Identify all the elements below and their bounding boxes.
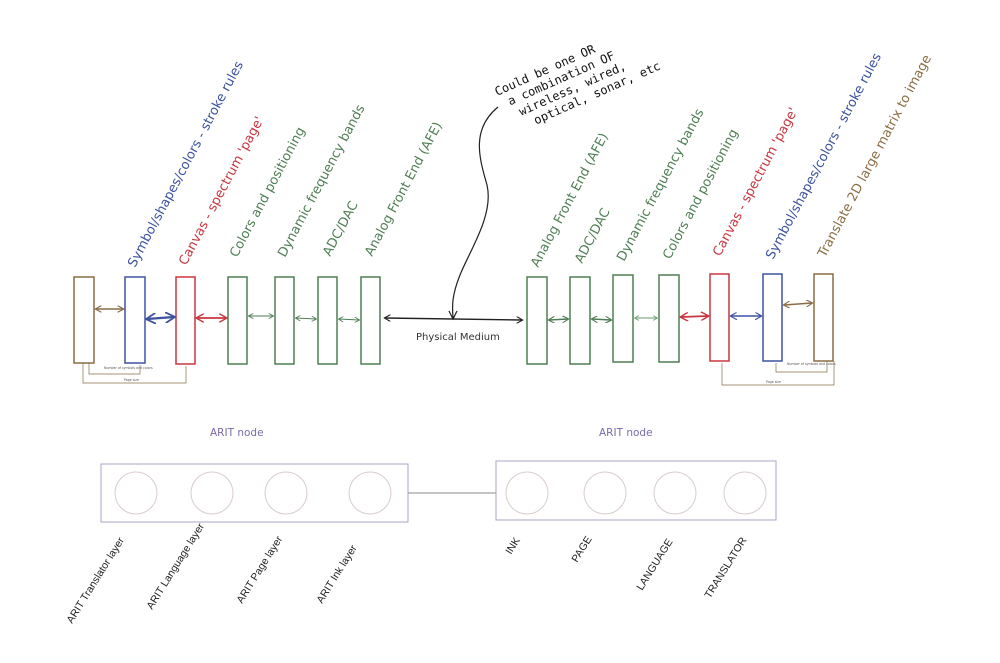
annotation-pointer-arrow <box>451 106 499 319</box>
left-block-symbol <box>124 276 146 364</box>
right-label-adc: ADC/DAC <box>572 206 613 266</box>
left-label-adc: ADC/DAC <box>320 199 361 259</box>
right-arrow-afe-adc <box>549 319 568 320</box>
left-feedback-page <box>82 363 187 384</box>
right-block-canvas <box>709 273 730 362</box>
right-arrow-symbol-image <box>784 303 812 305</box>
left-stack: Number of symbols and colors Page size S… <box>73 59 446 384</box>
layer-circle-language <box>190 471 234 515</box>
left-arrow-adc-afe <box>339 319 359 320</box>
layer-circle-translator <box>723 471 767 515</box>
layer-circle-page <box>264 471 308 515</box>
left-feedback-symbols <box>88 363 141 375</box>
layer-circle-ink <box>505 471 549 515</box>
layer-label: ARIT Ink layer <box>314 543 360 606</box>
left-arrow-frequency-adc <box>296 318 316 319</box>
right-label-frequency: Dynamic frequency bands <box>614 106 707 264</box>
layer-label: TRANSLATOR <box>702 535 749 601</box>
right-arrow-adc-frequency <box>592 319 611 320</box>
right-block-colors <box>658 274 680 363</box>
layer-label: ARIT Translator layer <box>64 535 127 626</box>
right-feedback-note: Number of symbols and colors <box>787 362 836 366</box>
right-block-afe <box>526 276 548 365</box>
right-block-symbol <box>762 273 783 362</box>
layer-circle-translator <box>114 471 158 515</box>
layer-circle-ink <box>348 471 392 515</box>
right-label-translate: Translate 2D large matrix to image <box>815 53 935 261</box>
left-feedback-note: Page size <box>124 378 139 382</box>
arit-node-box <box>495 460 777 521</box>
layer-circle-language <box>653 471 697 515</box>
arit-node-right: ARIT node INK PAGE LANGUAGE TRANSLATOR <box>495 427 777 601</box>
medium-annotation: Could be one OR a combination OF wireles… <box>493 42 663 128</box>
arit-node-left: ARIT node ARIT Translator layer ARIT Lan… <box>64 427 409 626</box>
right-feedback-page <box>721 361 835 386</box>
left-block-colors <box>227 276 248 365</box>
right-feedback-note: Page size <box>766 380 781 384</box>
left-block-canvas <box>175 276 196 365</box>
layer-label: ARIT Page layer <box>234 534 285 606</box>
physical-medium-arrow <box>385 318 522 320</box>
right-feedback-symbols <box>775 361 828 373</box>
arit-node-title: ARIT node <box>599 427 653 439</box>
right-block-image <box>813 273 834 362</box>
layer-label: PAGE <box>569 534 594 564</box>
left-block-frequency <box>274 276 295 365</box>
right-label-afe: Analog Front End (AFE) <box>528 131 611 270</box>
layer-circle-page <box>583 471 627 515</box>
left-arrow-symbol-canvas <box>147 317 174 319</box>
physical-medium-label: Physical Medium <box>416 332 500 343</box>
right-arrow-colors-canvas <box>681 316 708 317</box>
right-block-frequency <box>612 274 634 363</box>
left-block-adc <box>317 276 338 365</box>
layer-label: ARIT Language layer <box>144 521 207 612</box>
layer-label: INK <box>503 535 522 556</box>
left-block-afe <box>360 276 381 365</box>
arit-node-box <box>100 463 409 523</box>
left-label-afe: Analog Front End (AFE) <box>362 120 445 259</box>
layer-label: LANGUAGE <box>634 537 675 593</box>
left-label-frequency: Dynamic frequency bands <box>275 102 368 260</box>
left-block-image <box>73 276 95 364</box>
right-block-adc <box>569 276 591 365</box>
arit-node-title: ARIT node <box>210 427 264 439</box>
left-label-canvas: Canvas - spectrum 'page' <box>176 114 267 268</box>
left-feedback-note: Number of symbols and colors <box>104 366 153 370</box>
